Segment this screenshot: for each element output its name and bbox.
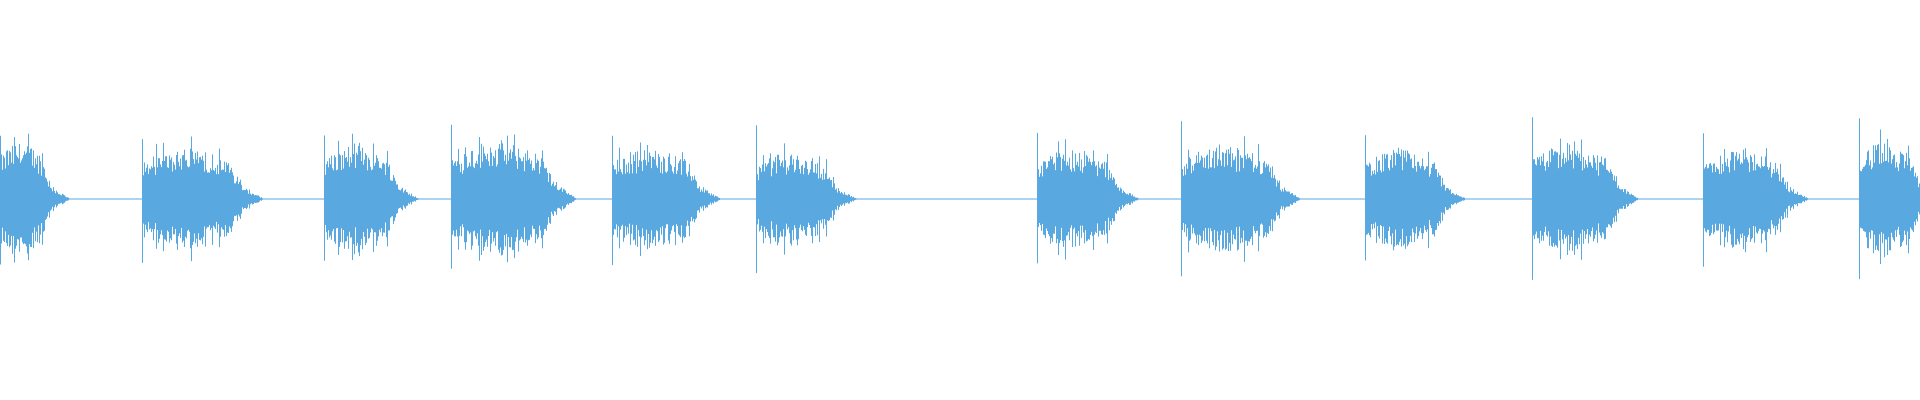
- waveform-burst-1: [0, 133, 70, 265]
- waveform-burst-4: [451, 124, 577, 269]
- waveform-burst-3: [324, 133, 419, 261]
- waveform-burst-9: [1365, 135, 1466, 261]
- waveform-burst-2: [142, 136, 264, 263]
- waveform-burst-8: [1181, 121, 1301, 277]
- waveform-burst-7: [1037, 132, 1139, 264]
- waveform-burst-5: [612, 135, 721, 266]
- waveform-burst-11: [1703, 133, 1809, 267]
- waveform-burst-10: [1532, 117, 1639, 280]
- waveform-burst-12: [1859, 118, 1920, 280]
- waveform-burst-6: [756, 125, 857, 274]
